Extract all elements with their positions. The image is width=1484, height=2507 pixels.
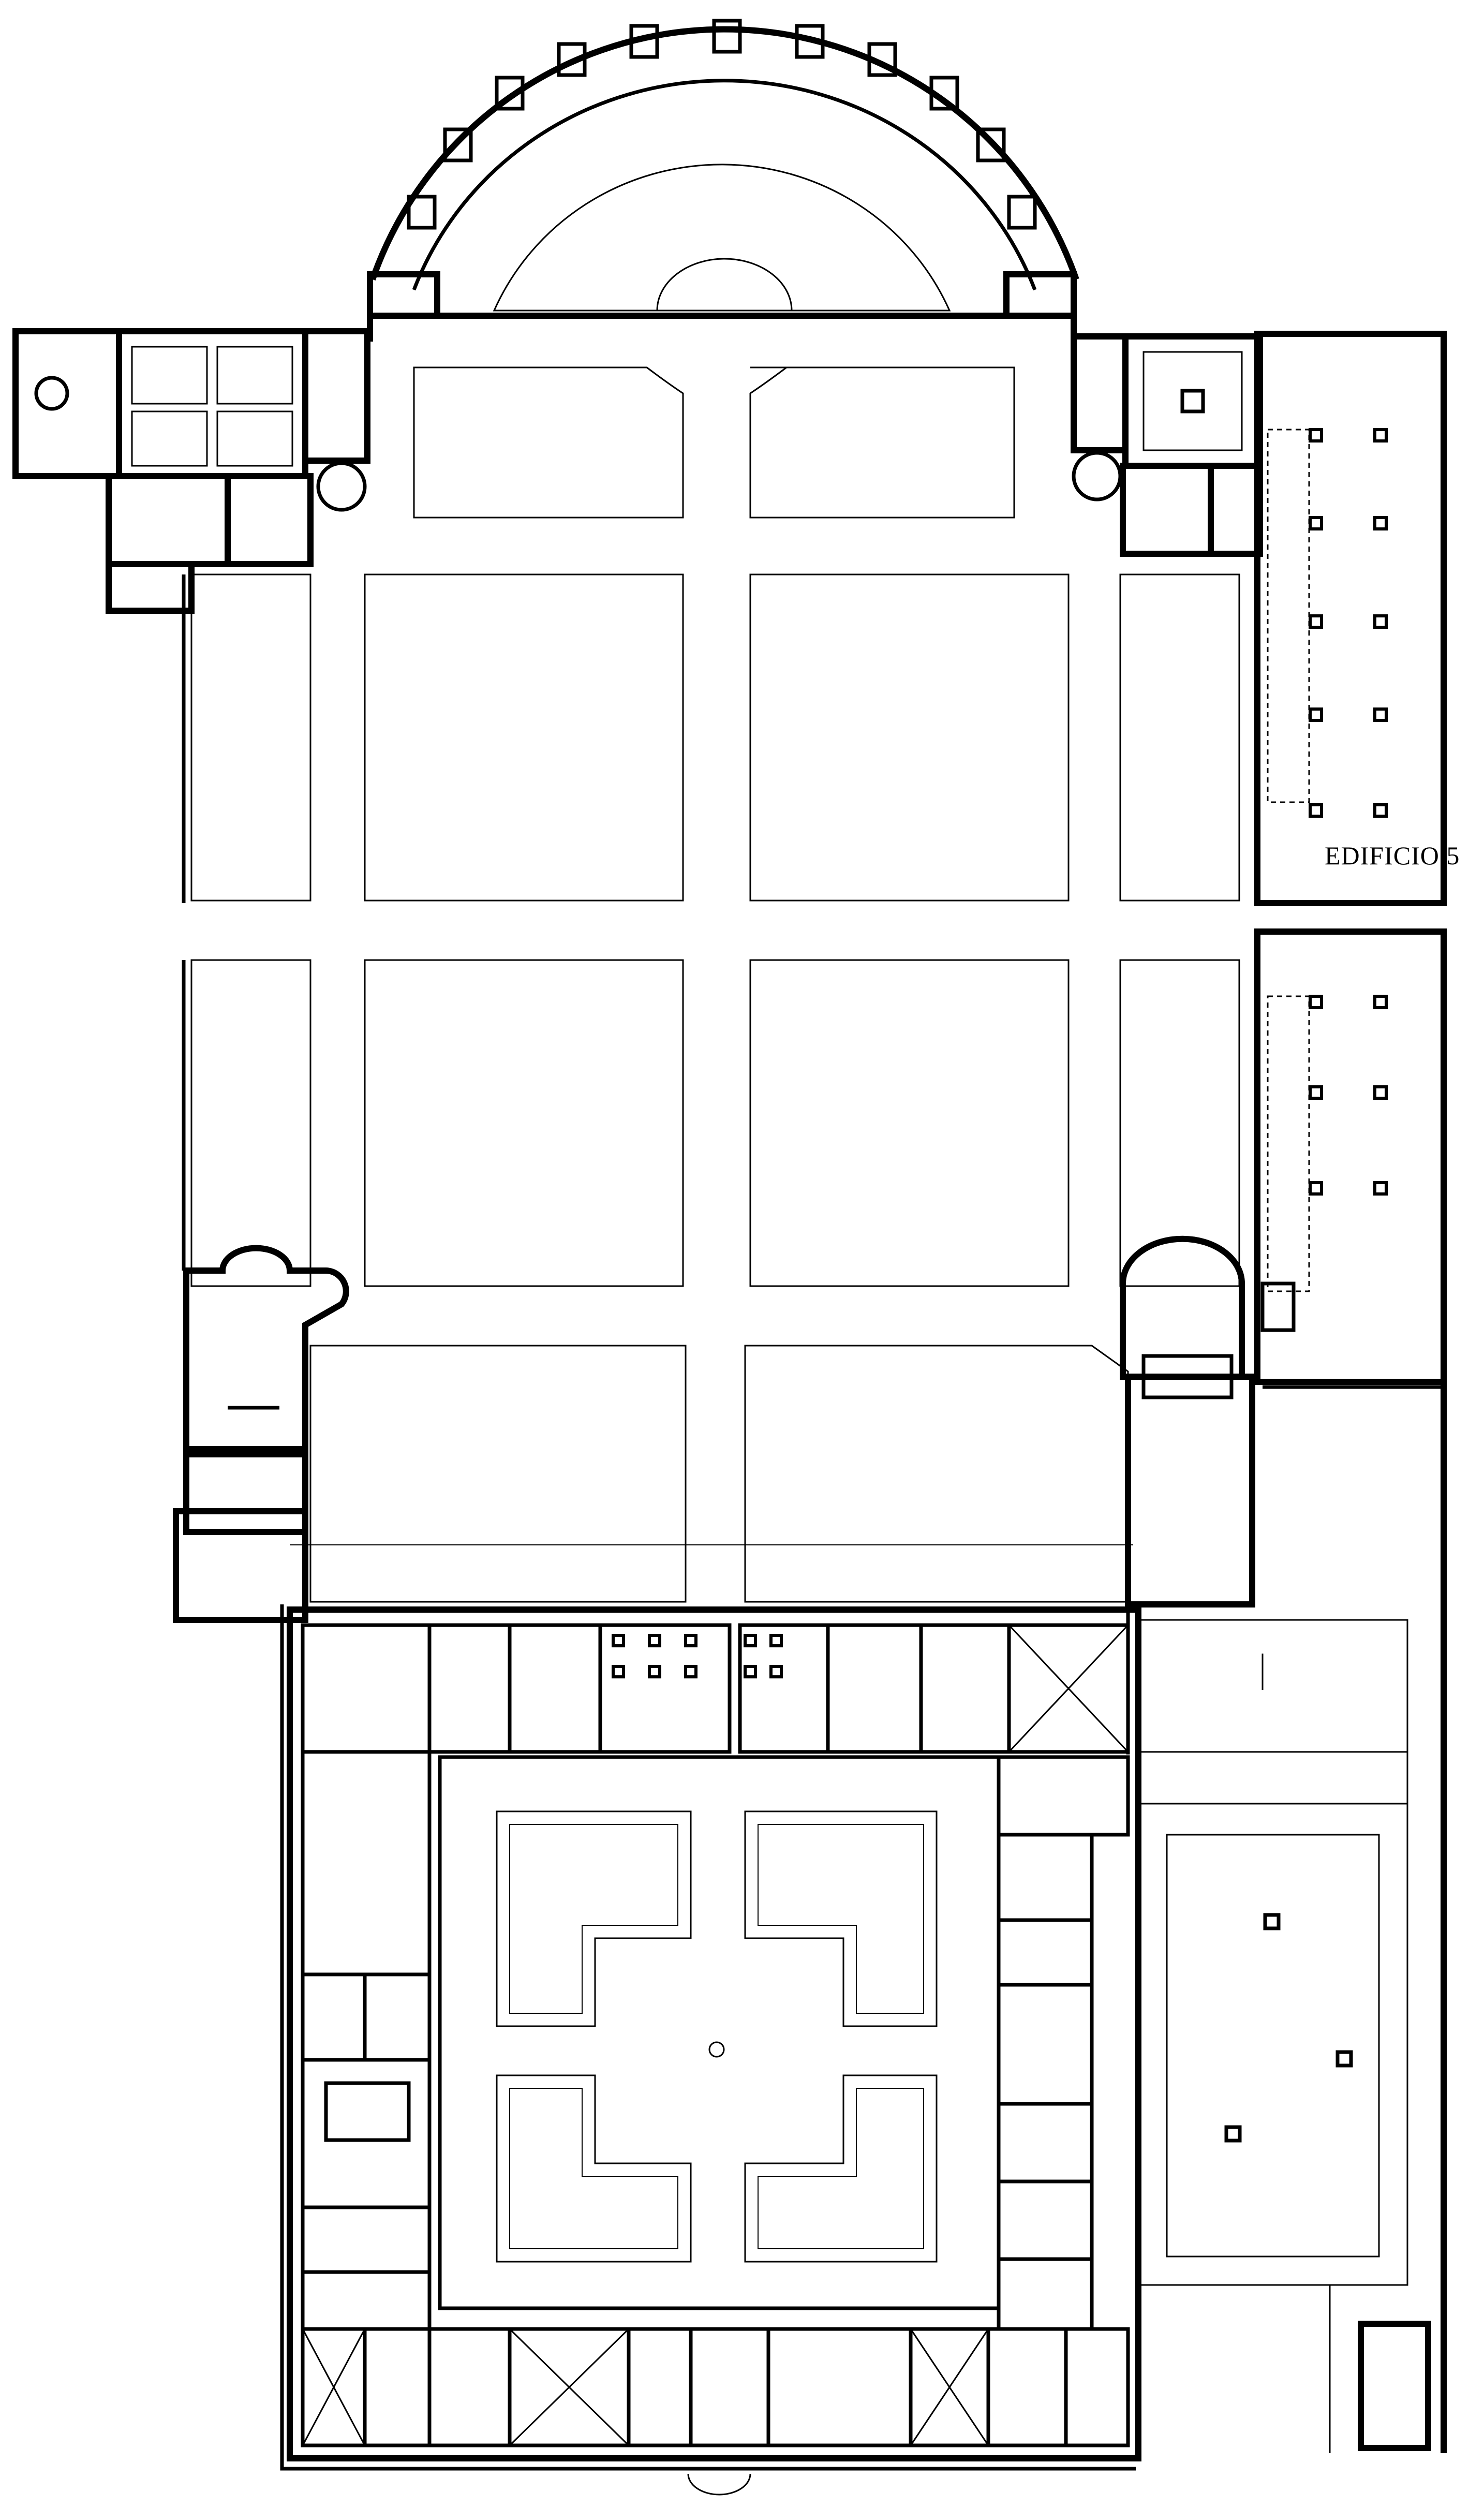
east-court bbox=[1126, 1382, 1447, 2453]
courtyard-garden bbox=[496, 1810, 938, 2263]
building-label: EDIFICIO 5 bbox=[1325, 841, 1460, 870]
east-pavilion bbox=[1120, 1235, 1255, 1608]
main-palace bbox=[287, 1606, 1141, 2461]
west-pavilion bbox=[173, 1245, 349, 1623]
exedra bbox=[367, 19, 1079, 319]
edificio-5-columns bbox=[1309, 428, 1388, 1196]
south-entrance bbox=[687, 2473, 751, 2496]
exedra-piers bbox=[407, 19, 1037, 230]
northeast-block bbox=[1071, 333, 1263, 557]
northwest-block bbox=[12, 328, 370, 614]
loggia-piers bbox=[612, 1634, 783, 1678]
edificio-5: EDIFICIO 5 bbox=[1254, 331, 1460, 1385]
outer-south-wall bbox=[280, 1604, 1136, 2471]
